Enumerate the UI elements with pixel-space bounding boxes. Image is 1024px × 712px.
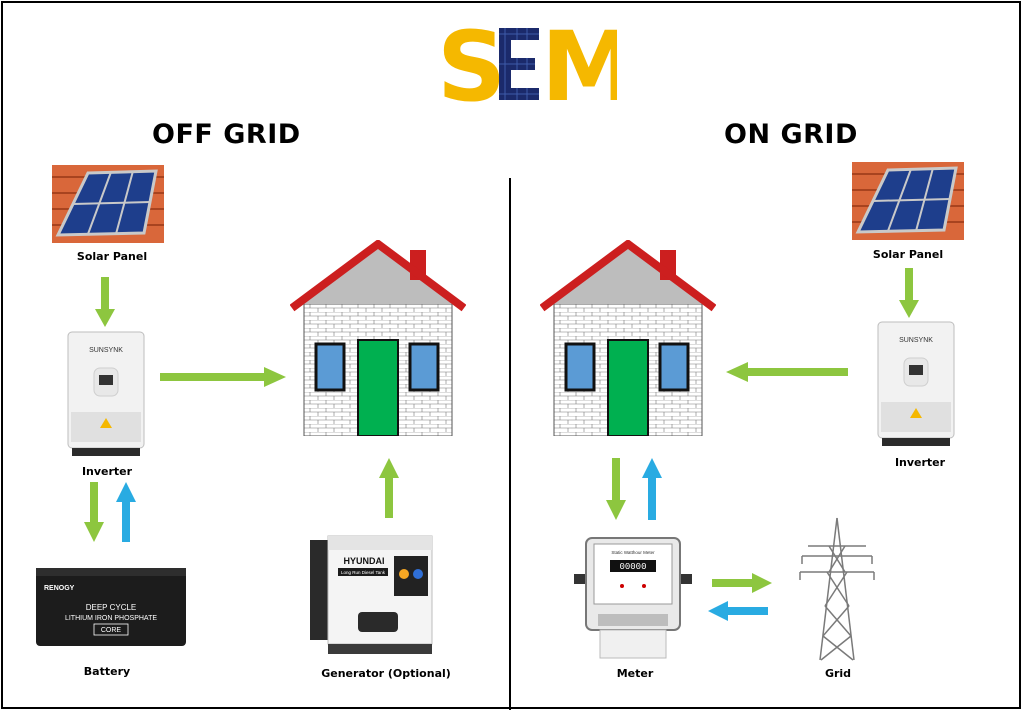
off-grid-solar-panel-label: Solar Panel	[76, 250, 148, 263]
battery-brand-text: RENOGY	[44, 585, 75, 592]
on-grid-grid-label: Grid	[824, 667, 852, 680]
on-grid-arrow-grid-to-meter	[708, 601, 768, 621]
off-grid-heading: OFF GRID	[152, 119, 301, 150]
generator-tag-text: Long Run Diesel Tank	[341, 570, 386, 575]
section-divider	[509, 178, 511, 710]
on-grid-inverter-label: Inverter	[894, 456, 946, 469]
meter-digits-text: 00000	[619, 562, 646, 572]
on-grid-inverter-image: SUNSYNK	[877, 321, 955, 446]
inverter-brand-text: SUNSYNK	[89, 347, 123, 354]
on-grid-arrow-panel-to-inverter	[899, 268, 919, 318]
off-grid-generator-label: Generator (Optional)	[321, 667, 451, 680]
battery-line1-text: DEEP CYCLE	[86, 603, 137, 612]
on-grid-house	[540, 240, 716, 436]
logo-letter-m: M	[541, 14, 617, 106]
generator-brand-text: HYUNDAI	[343, 556, 384, 566]
on-grid-arrow-meter-to-grid	[712, 573, 772, 593]
off-grid-battery-label: Battery	[83, 665, 131, 678]
off-grid-arrow-panel-to-inverter	[95, 277, 115, 327]
on-grid-heading: ON GRID	[724, 119, 858, 150]
off-grid-arrow-generator-to-house	[379, 458, 399, 518]
off-grid-generator-image: HYUNDAI Long Run Diesel Tank	[310, 535, 433, 654]
logo-solar-e	[499, 28, 539, 100]
off-grid-arrow-inverter-to-battery	[84, 482, 104, 542]
on-grid-arrow-meter-to-house	[642, 458, 662, 520]
logo-letter-s: S	[437, 14, 506, 106]
on-grid-meter-label: Meter	[616, 667, 654, 680]
off-grid-inverter-label: Inverter	[81, 465, 133, 478]
battery-line2-text: LITHIUM IRON PHOSPHATE	[65, 615, 157, 622]
off-grid-arrow-inverter-to-house	[160, 367, 286, 387]
inverter-brand-text: SUNSYNK	[899, 337, 933, 344]
off-grid-battery-image: RENOGY DEEP CYCLE LITHIUM IRON PHOSPHATE…	[36, 568, 186, 646]
meter-title-text: Static Watthour Meter	[611, 550, 655, 555]
on-grid-pylon-image	[799, 517, 875, 661]
sem-logo: S M	[437, 14, 617, 106]
off-grid-house	[290, 240, 466, 436]
on-grid-meter-image: Static Watthour Meter 00000	[574, 537, 692, 659]
on-grid-arrow-house-to-meter	[606, 458, 626, 520]
on-grid-solar-panel-label: Solar Panel	[872, 248, 944, 261]
off-grid-inverter-image: SUNSYNK	[67, 331, 145, 456]
off-grid-arrow-battery-to-inverter	[116, 482, 136, 542]
on-grid-arrow-inverter-to-house	[726, 362, 848, 382]
off-grid-solar-panel-image	[52, 165, 164, 243]
battery-badge-text: CORE	[101, 627, 122, 634]
on-grid-solar-panel-image	[852, 162, 964, 240]
